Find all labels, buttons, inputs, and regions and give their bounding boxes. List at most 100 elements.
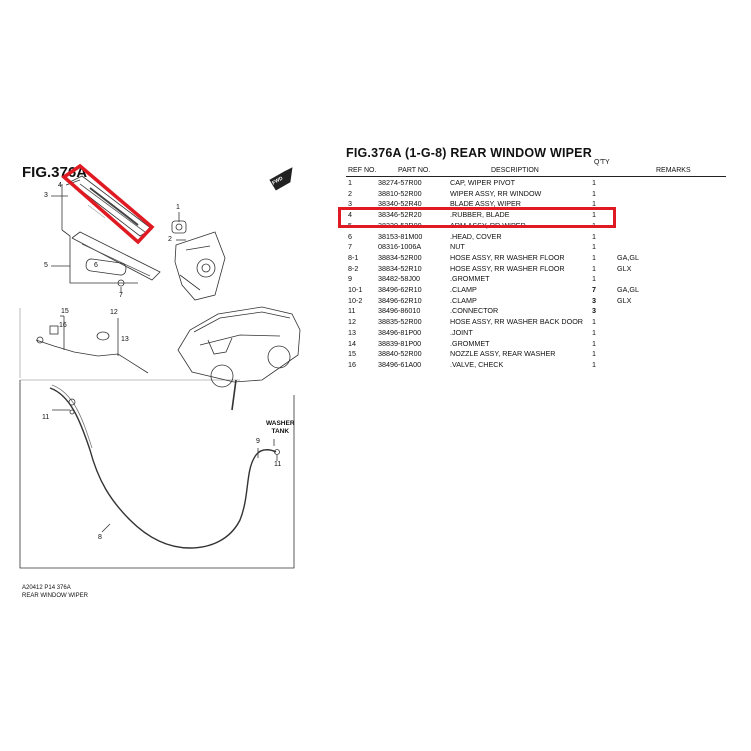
cell-remarks: GA,GL (617, 252, 639, 262)
cell-desc: CAP, WIPER PIVOT (450, 178, 515, 187)
header-desc: DESCRIPTION (491, 167, 539, 174)
table-row[interactable]: 14 38839-81P00 .GROMMET 1 (346, 339, 726, 350)
cell-part: 38496-61A00 (378, 359, 422, 369)
cell-desc: .GROMMET (450, 274, 490, 284)
callout-12: 12 (110, 309, 118, 316)
cell-part: 38496-81P00 (378, 327, 422, 337)
callout-3: 3 (44, 192, 48, 199)
cell-part: 38835-52R00 (378, 317, 422, 327)
selected-part-highlight (338, 207, 616, 228)
cell-desc: HOSE ASSY, RR WASHER FLOOR (450, 252, 565, 262)
cell-ref: 6 (348, 231, 352, 241)
cell-part: 38496-62R10 (378, 295, 422, 305)
cell-ref: 9 (348, 274, 352, 284)
cell-desc: BLADE ASSY, WIPER (450, 199, 521, 209)
cell-desc: .CLAMP (450, 295, 477, 305)
footer-code: A20412 P14 376A (22, 585, 71, 591)
cell-qty: 1 (592, 338, 596, 348)
cell-desc: .CONNECTOR (450, 306, 499, 316)
cell-desc: HOSE ASSY, RR WASHER FLOOR (450, 263, 565, 273)
cell-qty: 1 (592, 252, 596, 262)
cell-ref: 1 (348, 178, 352, 187)
cell-part: 38840-52R00 (378, 349, 422, 359)
washer-tank-label: WASHER TANK (266, 420, 295, 435)
table-row[interactable]: 15 38840-52R00 NOZZLE ASSY, REAR WASHER 1 (346, 349, 726, 360)
cell-ref: 13 (348, 327, 356, 337)
cell-part: 38810-52R00 (378, 188, 422, 198)
cell-ref: 10-2 (348, 295, 363, 305)
cell-desc: .GROMMET (450, 338, 490, 348)
cell-remarks: GLX (617, 263, 632, 273)
callout-8: 8 (98, 534, 102, 541)
cell-ref: 7 (348, 242, 352, 252)
cell-desc: NOZZLE ASSY, REAR WASHER (450, 349, 556, 359)
cell-ref: 4 (348, 210, 352, 220)
cell-qty: 1 (592, 359, 596, 369)
cell-qty: 3 (592, 295, 596, 305)
table-header-rule (346, 176, 726, 177)
cell-qty: 1 (592, 242, 596, 252)
callout-1: 1 (176, 204, 180, 211)
cell-desc: .CLAMP (450, 285, 477, 294)
cell-qty: 1 (592, 231, 596, 241)
cell-ref: 14 (348, 338, 356, 348)
cell-part: 38839-81P00 (378, 338, 422, 348)
cell-qty: 1 (592, 210, 596, 220)
cell-part: 38346-52R20 (378, 210, 422, 220)
cell-part: 38482-58J00 (378, 274, 420, 284)
figure-title: FIG.376A (22, 164, 88, 181)
cell-ref: 15 (348, 349, 356, 359)
cell-ref: 3 (348, 199, 352, 209)
cell-ref: 11 (348, 306, 356, 316)
cell-ref: 12 (348, 317, 356, 327)
callout-16: 16 (59, 322, 67, 329)
cell-ref: 10-1 (348, 285, 363, 294)
cell-desc: .VALVE, CHECK (450, 359, 504, 369)
callout-5: 5 (44, 262, 48, 269)
header-ref: REF NO. (348, 167, 377, 174)
cell-qty: 1 (592, 178, 596, 187)
cell-part: 38834-52R10 (378, 263, 422, 273)
cell-part: 38834-52R00 (378, 252, 422, 262)
cell-qty: 1 (592, 199, 596, 209)
header-remarks: REMARKS (656, 167, 691, 174)
cell-ref: 2 (348, 188, 352, 198)
cell-part: 38274-57R00 (378, 178, 422, 187)
cell-desc: .HEAD, COVER (450, 231, 502, 241)
callout-4: 4 (58, 182, 62, 189)
cell-remarks: GA,GL (617, 285, 639, 294)
cell-ref: 8-1 (348, 252, 359, 262)
cell-desc: WIPER ASSY, RR WINDOW (450, 188, 542, 198)
header-qty: Q'TY (594, 159, 610, 166)
callout-9: 9 (256, 438, 260, 445)
cell-part: 38153-81M00 (378, 231, 423, 241)
table-row[interactable]: 1 38274-57R00 CAP, WIPER PIVOT 1 (346, 178, 726, 189)
callout-13: 13 (121, 336, 129, 343)
cell-part: 38496-86010 (378, 306, 421, 316)
table-row[interactable]: 4 38346-52R20 .RUBBER, BLADE 1 (346, 210, 726, 221)
cell-desc: .RUBBER, BLADE (450, 210, 510, 220)
cell-desc: .JOINT (450, 327, 473, 337)
table-row[interactable]: 6 38153-81M00 .HEAD, COVER 1 (346, 232, 726, 243)
callout-2: 2 (168, 236, 172, 243)
cell-desc: NUT (450, 242, 465, 252)
cell-qty: 1 (592, 317, 596, 327)
header-part: PART NO. (398, 167, 431, 174)
cell-qty: 1 (592, 349, 596, 359)
table-row[interactable]: 8-1 38834-52R00 HOSE ASSY, RR WASHER FLOOR… (346, 253, 726, 264)
cell-qty: 1 (592, 263, 596, 273)
callout-11-right: 11 (274, 461, 282, 468)
cell-part: 38496-62R10 (378, 285, 422, 294)
